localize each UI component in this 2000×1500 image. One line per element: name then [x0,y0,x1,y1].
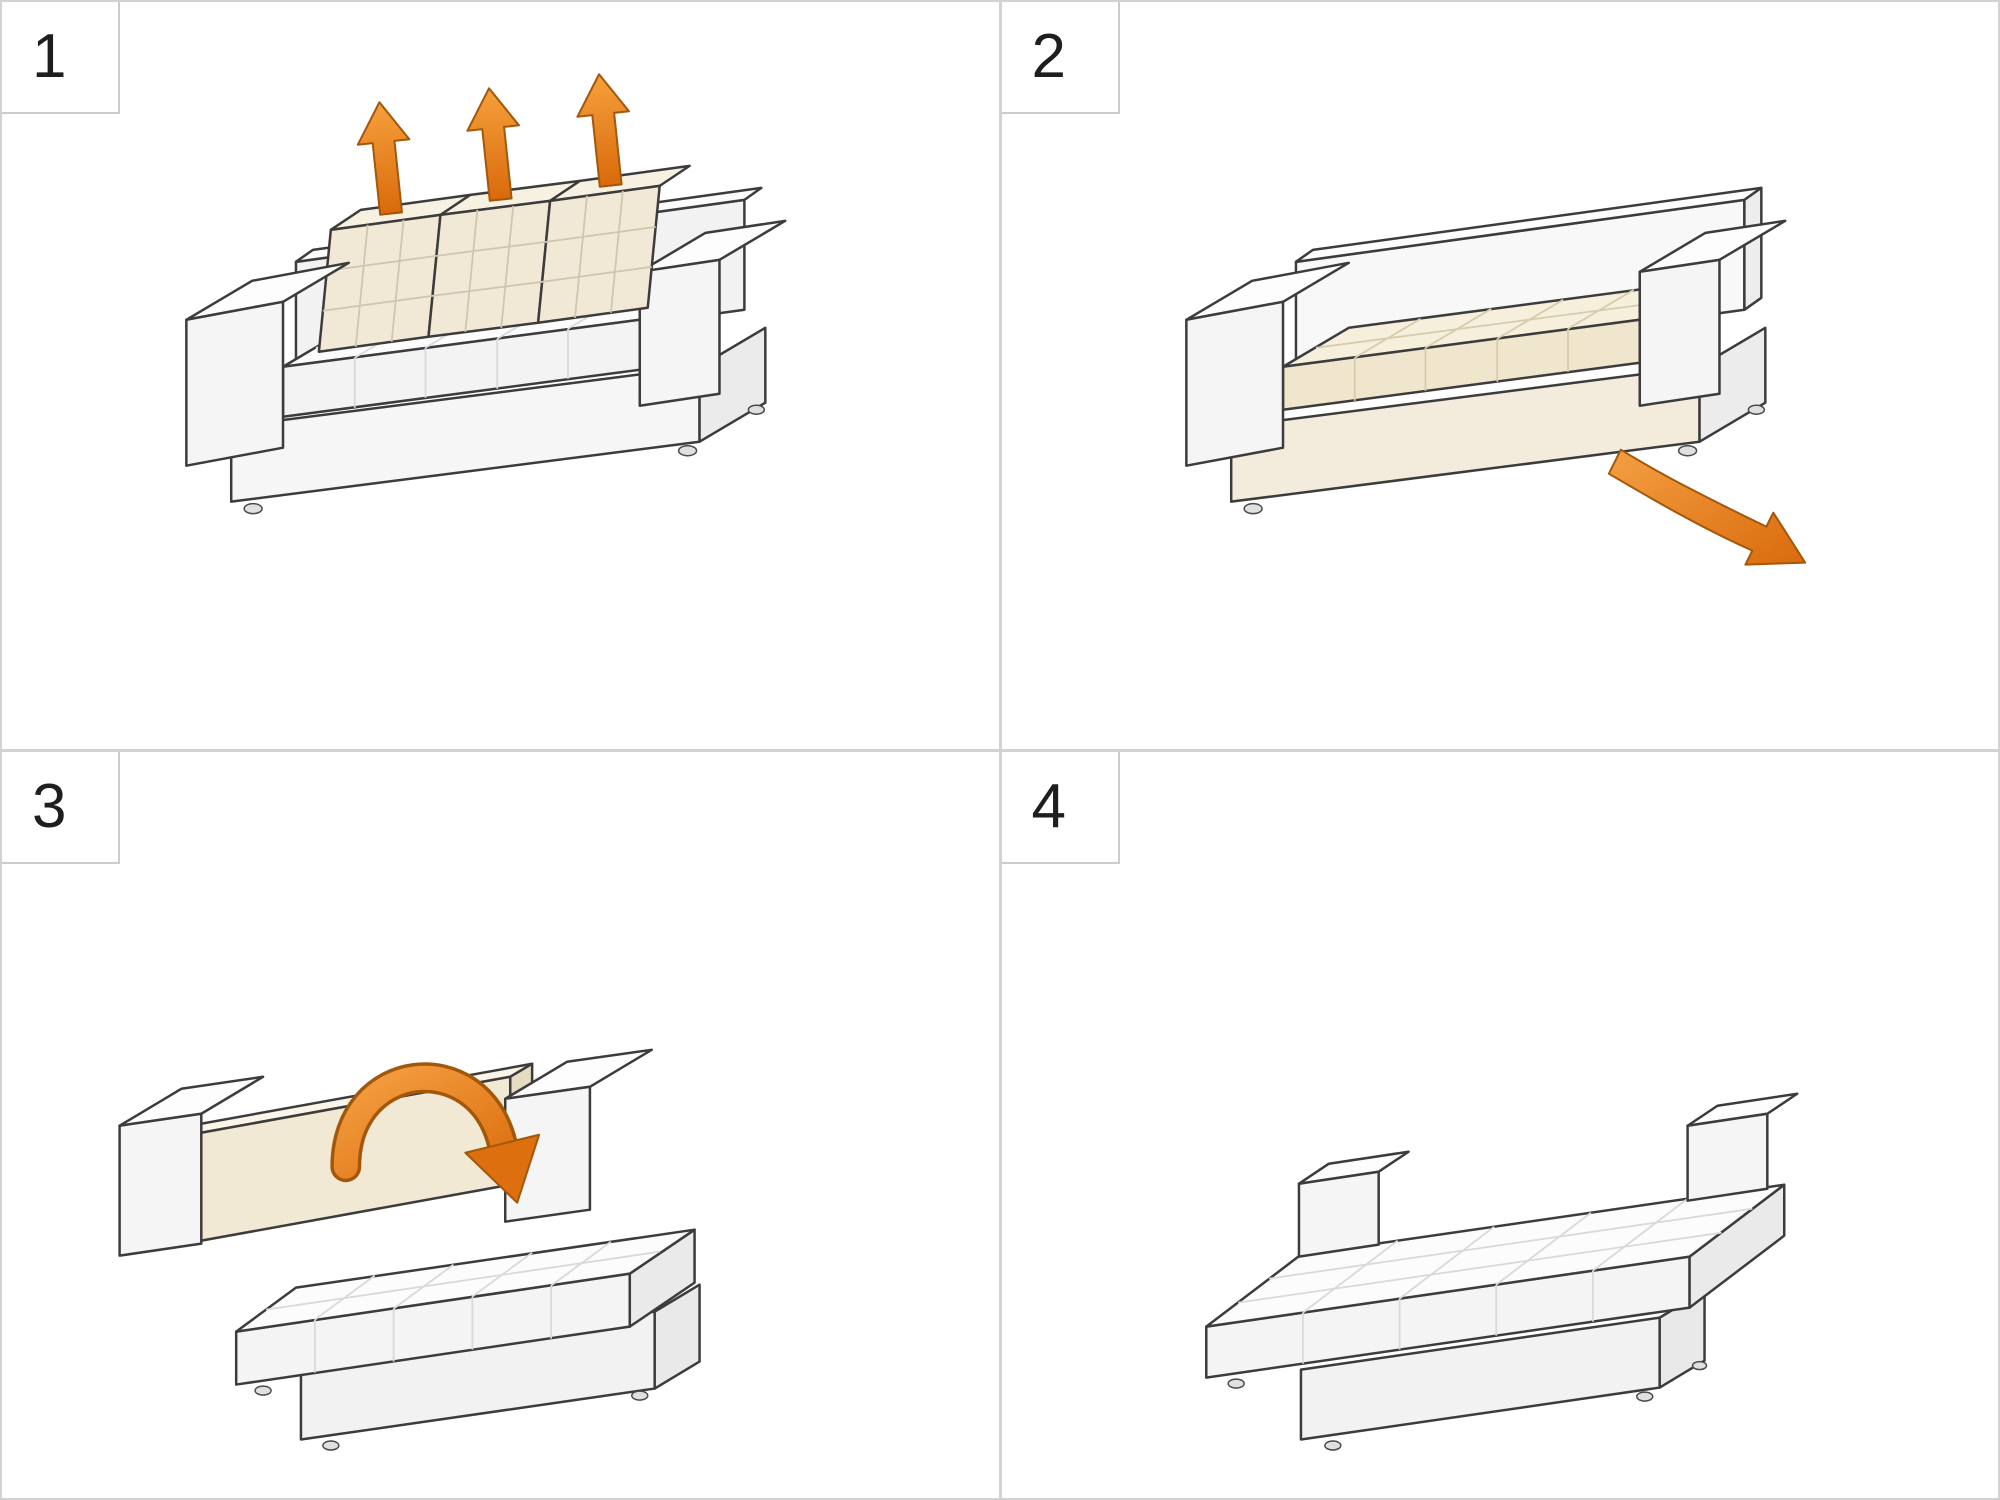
seat-tuft-seams [265,1240,660,1373]
sofa-feet [243,404,766,515]
bed-platform [1204,1182,1785,1389]
step-number-box: 4 [1001,751,1120,864]
left-armrest [185,261,351,467]
right-armrest [1685,1092,1798,1202]
right-armrest [1638,219,1786,407]
arrow-up-icon [466,87,520,202]
right-armrest [503,1048,653,1223]
left-armrest [118,1075,265,1257]
step-number: 4 [1031,771,1066,841]
step-panel-3: 3 [2,751,999,1498]
left-armrest [1297,1149,1410,1258]
arrow-up-icon [576,73,630,188]
step-number-box: 2 [1001,2,1120,114]
step-number: 2 [1031,22,1066,91]
step-number: 3 [32,771,67,841]
sofa-closed [185,164,787,515]
step-2-illustration [1184,186,1806,566]
step-panel-2: 2 [1001,2,1998,749]
storage-base [299,1282,701,1451]
sofa-feet [1242,404,1765,515]
step-panel-4: 4 [1001,751,1998,1498]
arrow-pull-out-icon [1607,448,1806,566]
step-4-illustration [1204,1092,1798,1451]
step-3-illustration [118,1048,701,1451]
step-number-box: 3 [2,751,120,864]
step-1-illustration [185,73,787,515]
right-armrest [638,219,787,407]
step-number: 1 [32,22,67,91]
sofa-bed-flat [1204,1092,1798,1451]
arrow-fold-over-icon [330,1061,541,1204]
step-number-box: 1 [2,2,120,114]
bed-tuft-seams [1237,1197,1752,1364]
storage-base [1299,1288,1707,1451]
step-panel-1: 1 [2,2,999,749]
lift-arrows [356,73,630,216]
cushion-tuft-seams [322,190,656,347]
left-armrest [1184,261,1350,467]
sofa-extended [118,1048,701,1451]
sofa-no-cushions [1184,186,1786,515]
arrow-up-icon [356,101,411,216]
seat-tuft-seams [1315,289,1673,401]
